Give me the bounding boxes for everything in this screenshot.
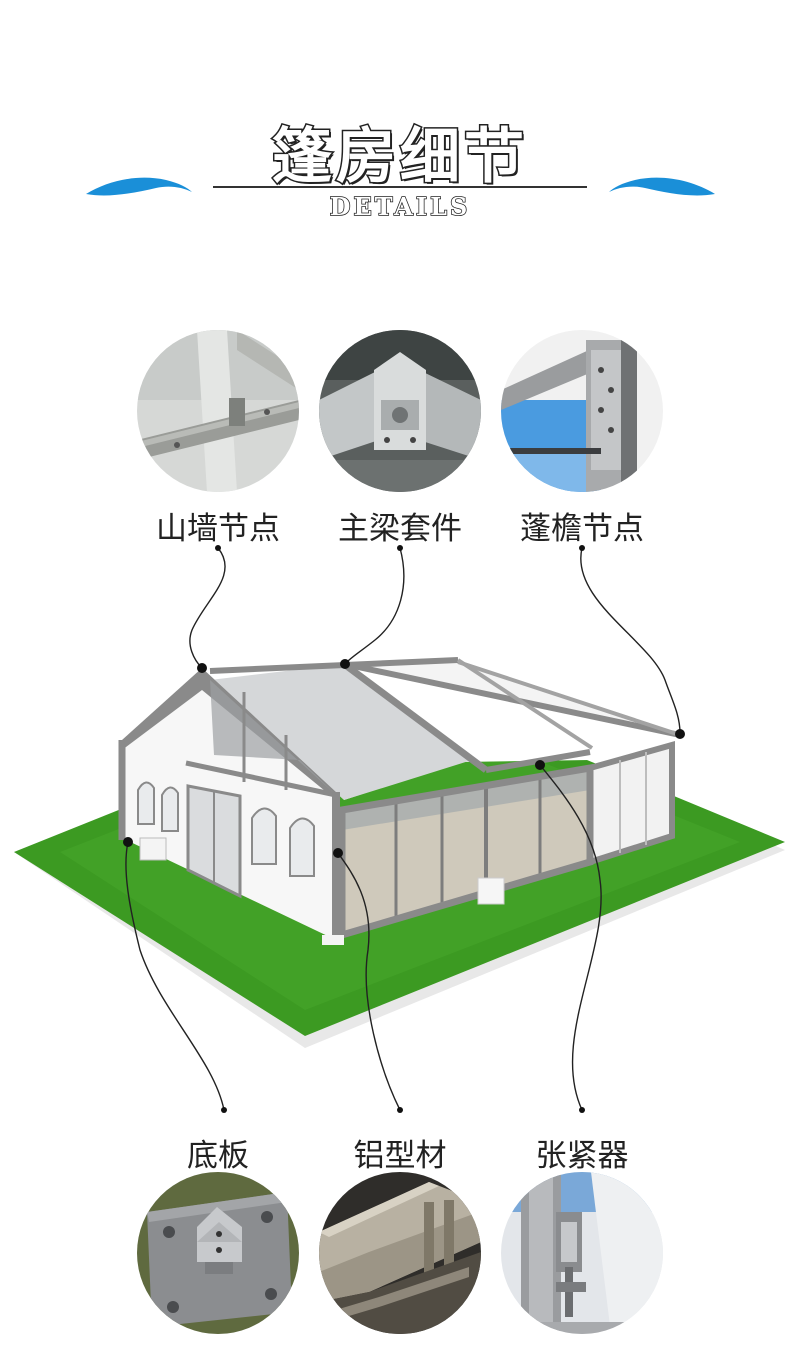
title-divider xyxy=(213,186,587,188)
detail-label-tensioner: 张紧器 xyxy=(535,1138,629,1174)
gable-joint-photo xyxy=(137,330,299,492)
tensioner-photo xyxy=(501,1172,663,1334)
base-plate-photo xyxy=(137,1172,299,1334)
detail-label-main-beam-kit: 主梁套件 xyxy=(338,511,462,547)
page-subtitle: DETAILS xyxy=(329,191,471,222)
right-wave-icon xyxy=(609,177,715,196)
detail-label-aluminum-profile: 铝型材 xyxy=(353,1138,447,1174)
left-wave-icon xyxy=(86,177,192,196)
detail-label-base-plate: 底板 xyxy=(187,1138,249,1174)
aluminum-profile-photo xyxy=(319,1172,481,1334)
main-beam-kit-photo xyxy=(319,330,481,492)
page-title: 篷房细节 xyxy=(271,121,528,194)
detail-label-gable-joint: 山墙节点 xyxy=(156,511,280,547)
detail-label-eave-joint: 蓬檐节点 xyxy=(520,511,644,547)
eave-joint-photo xyxy=(501,330,663,492)
